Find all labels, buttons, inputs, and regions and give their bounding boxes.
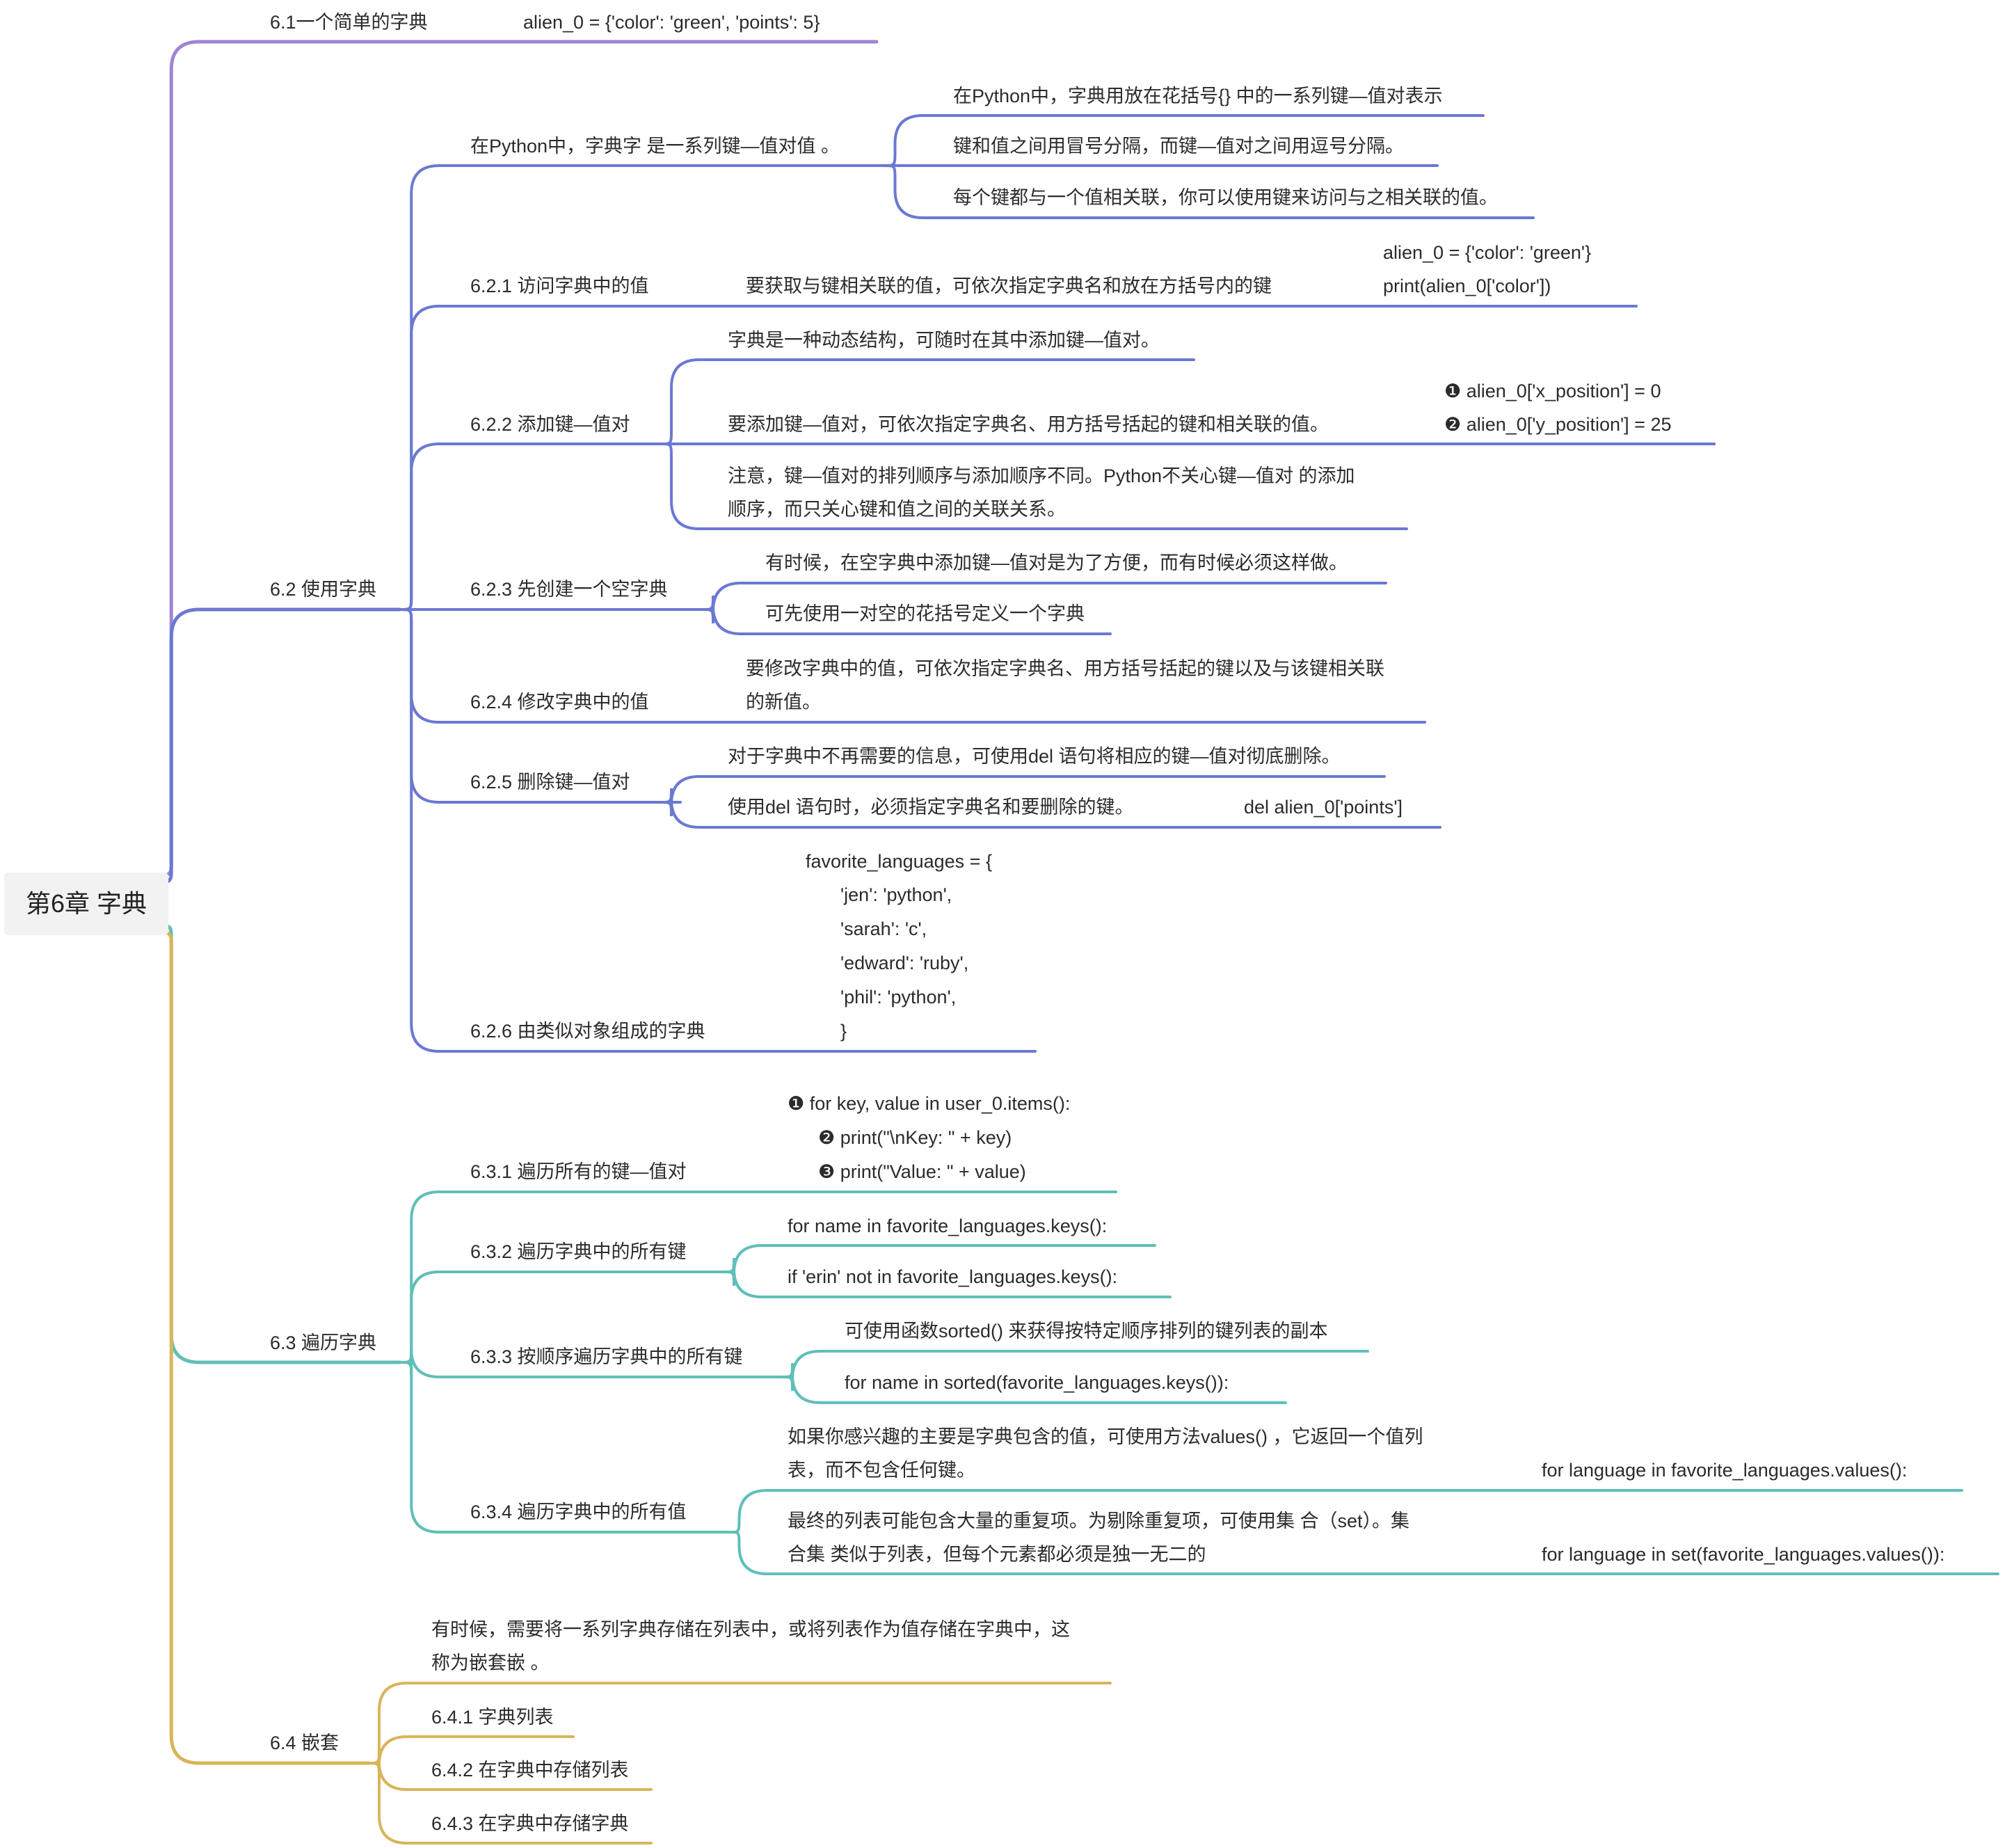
connector-6-3-4-p2 [729,1531,1999,1575]
section-6-2-6-code-5: 'phil': 'python', [840,987,957,1007]
section-6-3-4-p1-line-2: 表，而不包含任何键。 [788,1460,975,1481]
section-6-4-intro-line-2: 称为嵌套嵌 。 [431,1652,550,1673]
section-6-3-4-p1-line-1: 如果你感兴趣的主要是字典包含的值，可使用方法values() ，它返回一个值列 [788,1426,1423,1447]
intro-point-1: 在Python中，字典用放在花括号{} 中的一系列键—值对表示 [953,86,1443,106]
section-6-3-3-p1: 可使用函数sorted() 来获得按特定顺序排列的键列表的副本 [845,1321,1328,1341]
connector-6-3-4 [399,1361,732,1534]
section-6-2-2-p1: 字典是一种动态结构，可随时在其中添加键—值对。 [728,330,1160,351]
section-6-2-3-p2: 可先使用一对空的花括号定义一个字典 [765,603,1085,624]
connector-root-6-2 [144,607,402,885]
section-6-3-4-p2-line-2: 合集 类似于列表，但每个元素都必须是独一无二的 [788,1544,1206,1565]
section-6-2-1-code-1: alien_0 = {'color': 'green'} [1383,242,1592,263]
section-6-3-4-p1-code: for language in favorite_languages.value… [1542,1460,1908,1481]
section-6-4-3-title[interactable]: 6.4.3 在字典中存储字典 [431,1813,629,1834]
section-6-2-2-code-2: ❷ alien_0['y_position'] = 25 [1444,414,1672,435]
section-6-2-5-code: del alien_0['points'] [1244,797,1403,818]
connector-6-3-3-p2 [781,1374,1287,1404]
root-node[interactable]: 第6章 字典 [4,873,168,935]
section-6-3-2-p1: for name in favorite_languages.keys(): [788,1216,1108,1236]
section-6-2-intro[interactable]: 在Python中，字典字 是一系列键—值对值 。 [470,136,840,157]
section-6-1-example: alien_0 = {'color': 'green', 'points': 5… [523,12,820,33]
connector-6-3-2-p2 [722,1268,1172,1298]
section-6-4-title[interactable]: 6.4 嵌套 [270,1732,340,1753]
section-6-2-1-code-2: print(alien_0['color']) [1383,276,1551,296]
section-6-2-5-p1: 对于字典中不再需要的信息，可使用del 语句将相应的键—值对彻底删除。 [728,746,1341,767]
section-6-2-6-code-2: 'jen': 'python', [840,884,952,905]
section-6-3-1-code-3: ❸ print("Value: " + value) [818,1161,1026,1182]
section-6-2-2-p2: 要添加键—值对，可依次指定字典名、用方括号括起的键和相关联的值。 [728,414,1329,435]
section-6-2-4-title[interactable]: 6.2.4 修改字典中的值 [470,692,649,712]
section-6-2-1-title[interactable]: 6.2.1 访问字典中的值 [470,276,649,296]
section-6-3-1-code-1: ❶ for key, value in user_0.items(): [788,1093,1071,1114]
section-6-2-2-title[interactable]: 6.2.2 添加键—值对 [470,414,630,435]
connector-6-2-5-p2 [660,799,1441,829]
section-6-2-6-code-6: } [840,1021,847,1042]
section-6-2-4-desc-line-1: 要修改字典中的值，可依次指定字典名、用方括号括起的键以及与该键相关联 [746,658,1384,679]
section-6-2-2-p3-line-1: 注意，键—值对的排列顺序与添加顺序不同。Python不关心键—值对 的添加 [728,465,1355,486]
connector-intro-point-3 [882,164,1535,219]
root-label: 第6章 字典 [25,889,147,918]
section-6-1-title[interactable]: 6.1一个简单的字典 [270,12,428,33]
connector-root-6-3 [144,923,402,1364]
section-6-3-3-title[interactable]: 6.3.3 按顺序遍历字典中的所有键 [470,1346,743,1367]
section-6-3-title[interactable]: 6.3 遍历字典 [270,1332,377,1353]
section-6-2-3-title[interactable]: 6.2.3 先创建一个空字典 [470,579,668,600]
section-6-4-2-title[interactable]: 6.4.2 在字典中存储列表 [431,1760,629,1781]
section-6-2-6-title[interactable]: 6.2.6 由类似对象组成的字典 [470,1021,705,1042]
section-6-2-6-code-1: favorite_languages = { [806,851,992,872]
section-6-2-2-code-1: ❶ alien_0['x_position'] = 0 [1444,381,1661,401]
section-6-2-6-code-4: 'edward': 'ruby', [840,953,969,973]
section-6-2-3-p1: 有时候，在空字典中添加键—值对是为了方便，而有时候必须这样做。 [765,552,1348,573]
connector-6-2-6 [399,608,1037,1053]
section-6-2-5-p2: 使用del 语句时，必须指定字典名和要删除的键。 [728,797,1134,818]
section-6-3-2-p2: if 'erin' not in favorite_languages.keys… [788,1266,1118,1287]
section-6-3-4-p2-line-1: 最终的列表可能包含大量的重复项。为剔除重复项，可使用集 合（set）。集 [788,1511,1410,1531]
connector-6-2-2-p3 [660,443,1408,530]
intro-point-2: 键和值之间用冒号分隔，而键—值对之间用逗号分隔。 [953,136,1404,157]
connector-6-2-intro [399,164,885,611]
section-6-3-2-title[interactable]: 6.3.2 遍历字典中的所有键 [470,1241,687,1262]
intro-point-3: 每个键都与一个值相关联，你可以使用键来访问与之相关联的值。 [953,187,1498,208]
section-6-3-3-p2: for name in sorted(favorite_languages.ke… [845,1372,1229,1393]
section-6-2-1-desc: 要获取与键相关联的值，可依次指定字典名和放在方括号内的键 [746,276,1272,296]
connector-6-2-3-p2 [701,605,1112,635]
section-6-4-1-title[interactable]: 6.4.1 字典列表 [431,1707,554,1728]
section-6-3-4-p2-code: for language in set(favorite_languages.v… [1542,1544,1945,1565]
section-6-2-4-desc-line-2: 的新值。 [746,692,821,712]
section-6-4-intro-line-1: 有时候，需要将一系列字典存储在列表中，或将列表作为值存储在字典中，这 [431,1619,1070,1640]
section-6-2-5-title[interactable]: 6.2.5 删除键—值对 [470,772,630,792]
connector-6-4-3 [367,1762,653,1845]
section-6-3-4-title[interactable]: 6.3.4 遍历字典中的所有值 [470,1502,687,1522]
section-6-3-1-code-2: ❷ print("\nKey: " + key) [818,1127,1012,1148]
section-6-2-2-p3-line-2: 顺序，而只关心键和值之间的关联关系。 [728,499,1066,520]
section-6-2-6-code-3: 'sarah': 'c', [840,918,927,939]
section-6-2-title[interactable]: 6.2 使用字典 [270,579,377,600]
section-6-3-1-title[interactable]: 6.3.1 遍历所有的键—值对 [470,1161,687,1182]
